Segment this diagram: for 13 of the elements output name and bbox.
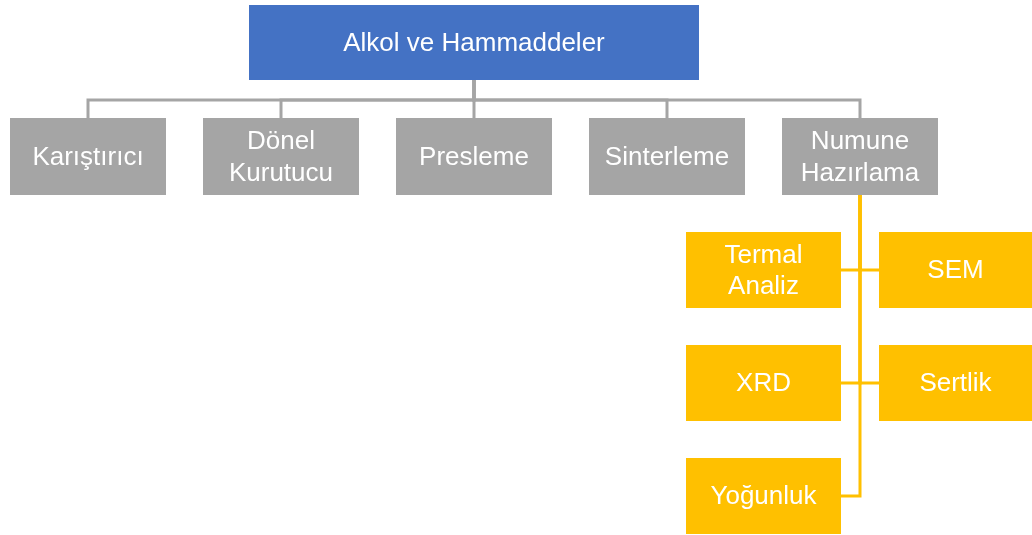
analysis-box: Termal Analiz bbox=[686, 232, 841, 308]
analysis-box: Yoğunluk bbox=[686, 458, 841, 534]
analysis-box: Sertlik bbox=[879, 345, 1032, 421]
analysis-box: XRD bbox=[686, 345, 841, 421]
process-box: Dönel Kurutucu bbox=[203, 118, 359, 195]
analysis-box: SEM bbox=[879, 232, 1032, 308]
connector-line bbox=[841, 195, 862, 498]
process-box: Sinterleme bbox=[589, 118, 745, 195]
process-box: Numune Hazırlama bbox=[782, 118, 938, 195]
connector-line bbox=[472, 80, 862, 118]
process-box: Karıştırıcı bbox=[10, 118, 166, 195]
process-box: Presleme bbox=[396, 118, 552, 195]
title-box: Alkol ve Hammaddeler bbox=[249, 5, 699, 80]
